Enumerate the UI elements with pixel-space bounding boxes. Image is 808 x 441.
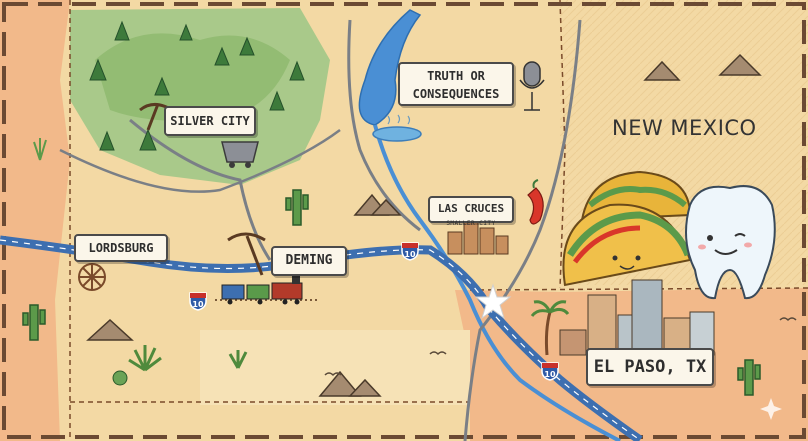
cactus-icon	[22, 189, 761, 396]
city-sign-silver-city: SILVER CITY	[164, 106, 256, 136]
star-icon	[474, 283, 512, 320]
train-icon	[221, 276, 303, 305]
arizona-region	[0, 0, 70, 441]
city-label-line1: TRUTH OR	[427, 69, 485, 83]
palm-tree-icon	[530, 300, 570, 356]
city-sign-truth-or-consequences: TRUTH OR CONSEQUENCES	[398, 62, 514, 106]
city-label: LORDSBURG	[88, 241, 154, 255]
svg-text:10: 10	[404, 250, 416, 259]
rio-grande-river	[373, 124, 621, 441]
tooth-icon	[685, 185, 776, 300]
city-label-line2: CONSEQUENCES	[412, 87, 500, 101]
city-sign-lordsburg: LORDSBURG	[74, 234, 168, 262]
agave-icon	[128, 345, 162, 372]
taco-icon	[562, 170, 692, 287]
city-sign-el-paso: EL PASO, TX	[586, 348, 714, 386]
city-label: DEMING	[285, 253, 333, 268]
city-label: LAS CRUCES	[437, 202, 505, 215]
city-sign-las-cruces: LAS CRUCES SMALLER CITY	[428, 196, 514, 227]
road-i25	[347, 19, 421, 232]
road-east	[463, 19, 582, 441]
city-label: SILVER CITY	[170, 114, 250, 128]
lower-desert-region	[200, 330, 470, 405]
pine-tree-icon	[89, 20, 305, 151]
wagon-wheel-icon	[78, 263, 106, 291]
bird-icon	[324, 317, 797, 377]
svg-text:10: 10	[544, 370, 556, 379]
mine-cart-icon	[221, 141, 259, 168]
city-sublabel: SMALLER CITY	[446, 220, 496, 227]
chili-pepper-icon	[527, 187, 544, 225]
city-sign-deming: DEMING	[271, 246, 347, 276]
state-label: NEW MEXICO	[612, 116, 757, 140]
hot-spring-icon	[372, 126, 422, 142]
microphone-icon	[519, 61, 545, 111]
city-label: EL PASO, TX	[593, 357, 707, 377]
svg-text:10: 10	[192, 300, 204, 309]
